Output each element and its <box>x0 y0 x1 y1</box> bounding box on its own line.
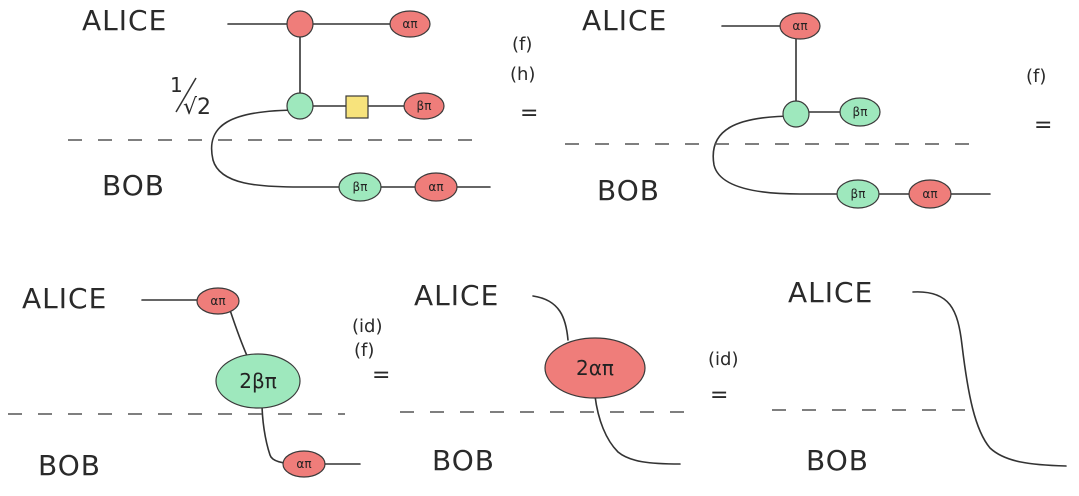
equals-sign: = <box>710 383 728 408</box>
equals-sign: = <box>372 363 390 388</box>
scalar-denominator: √2 <box>183 95 211 120</box>
red-spider-beta-pi <box>403 92 445 120</box>
equals-sign: = <box>1034 113 1052 138</box>
rule-f: (f) <box>354 340 374 361</box>
cup-wire <box>210 109 491 188</box>
scalar-one-over-sqrt-two: 1 √2 <box>170 73 211 120</box>
bob-label: BOB <box>38 449 101 482</box>
panel-2: ALICE BOB απ βπ βπ απ <box>565 4 991 209</box>
bob-label: BOB <box>806 444 869 477</box>
rule-f: (f) <box>1026 66 1046 87</box>
rule-step-4: (id) = <box>708 349 738 408</box>
equals-sign: = <box>520 101 538 126</box>
bob-label: BOB <box>102 169 165 202</box>
rule-h: (h) <box>510 64 535 85</box>
alice-label: ALICE <box>82 4 167 37</box>
red-spider-alpha-pi <box>908 179 952 209</box>
green-spider-beta-pi <box>338 172 382 202</box>
scalar-slash <box>175 77 197 113</box>
alice-label: ALICE <box>414 279 499 312</box>
beta-pi-label: βπ <box>853 105 868 119</box>
alpha-pi-label: απ <box>210 294 225 308</box>
rule-f: (f) <box>512 34 532 55</box>
beta-pi-label: βπ <box>417 99 432 113</box>
green-spider-beta-pi <box>839 97 881 127</box>
red-spider-alpha-pi <box>779 12 821 40</box>
red-spider-2alpha-pi <box>544 337 646 399</box>
alice-label: ALICE <box>582 4 667 37</box>
cup-wire <box>712 115 991 195</box>
panel-5: ALICE BOB <box>772 276 1067 477</box>
panel-4: ALICE BOB 2απ <box>400 279 690 477</box>
alice-label: ALICE <box>22 282 107 315</box>
wire-to-2beta <box>229 309 249 359</box>
alpha-pi-label: απ <box>402 17 417 31</box>
green-spider <box>286 92 314 120</box>
scalar-numerator: 1 <box>170 73 183 97</box>
rule-id: (id) <box>708 349 738 370</box>
panel-3: ALICE BOB απ 2βπ απ <box>8 282 361 482</box>
bob-label: BOB <box>432 444 495 477</box>
green-spider-2beta-pi <box>215 353 301 409</box>
panel-1: ALICE BOB 1 √2 απ βπ βπ απ <box>68 4 491 202</box>
beta-pi-label: βπ <box>851 187 866 201</box>
alpha-pi-label: απ <box>296 457 311 471</box>
bob-label: BOB <box>597 174 660 207</box>
beta-pi-label: βπ <box>353 180 368 194</box>
red-spider <box>286 10 314 38</box>
alpha-pi-label: απ <box>428 180 443 194</box>
red-spider-alpha-pi <box>196 287 240 315</box>
green-spider-beta-pi <box>836 179 880 209</box>
identity-wire <box>912 291 1067 467</box>
rule-step-1: (f) (h) = <box>510 34 538 126</box>
hadamard-box <box>345 95 369 119</box>
alpha-pi-label: απ <box>792 19 807 33</box>
alice-wire <box>532 295 569 341</box>
bob-wire <box>594 395 681 465</box>
two-alpha-pi-label: 2απ <box>576 356 614 380</box>
alpha-pi-label: απ <box>922 187 937 201</box>
two-beta-pi-label: 2βπ <box>239 369 277 393</box>
red-spider-alpha-pi <box>414 172 458 202</box>
alice-label: ALICE <box>788 276 873 309</box>
red-spider-alpha-pi <box>282 450 326 478</box>
green-spider <box>782 100 810 128</box>
rule-step-3: (id) (f) = <box>352 316 390 388</box>
rule-step-2: (f) = <box>1026 66 1052 138</box>
rule-id: (id) <box>352 316 382 337</box>
red-spider-alpha-pi <box>389 10 431 38</box>
